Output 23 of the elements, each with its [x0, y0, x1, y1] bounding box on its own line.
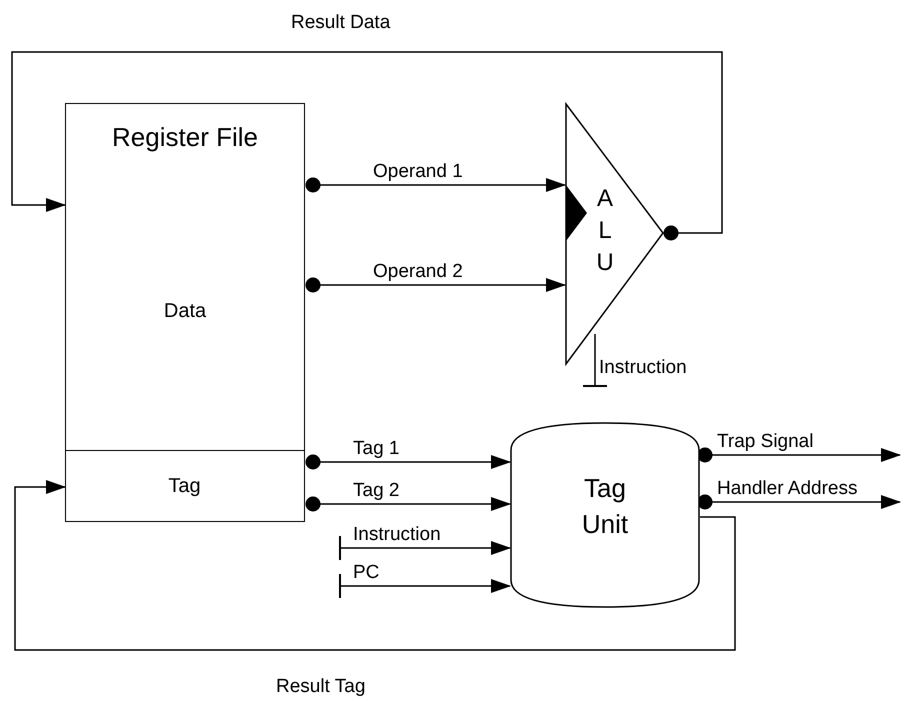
block-label: A L U: [595, 184, 615, 278]
edge-label: Operand 1: [372, 161, 464, 183]
tag-unit-cylinder: [510, 422, 700, 608]
connector-arrow: [339, 535, 511, 561]
connector-arrow: [339, 573, 511, 599]
connector-arrow: [306, 454, 511, 470]
block-label: Tag: [167, 474, 202, 498]
connector-arrow: [698, 494, 901, 510]
block-label: Data: [162, 300, 208, 323]
edge-label: Result Tag: [275, 676, 366, 698]
block-label: Tag Unit: [580, 472, 630, 541]
register-file-block: [65, 103, 305, 522]
connector-arrow: [306, 496, 511, 512]
edge-label: Tag 1: [352, 438, 400, 460]
edge-label: Tag 2: [352, 480, 400, 502]
block-title: Register File: [111, 122, 259, 153]
connector-arrow: [306, 178, 566, 192]
edge-label: Trap Signal: [716, 431, 814, 453]
connector-arrow: [698, 448, 901, 462]
connector-arrow: [306, 278, 566, 292]
connector-arrow: [14, 480, 736, 651]
edge-label: Operand 2: [372, 261, 464, 283]
connector-arrow: [11, 51, 723, 240]
